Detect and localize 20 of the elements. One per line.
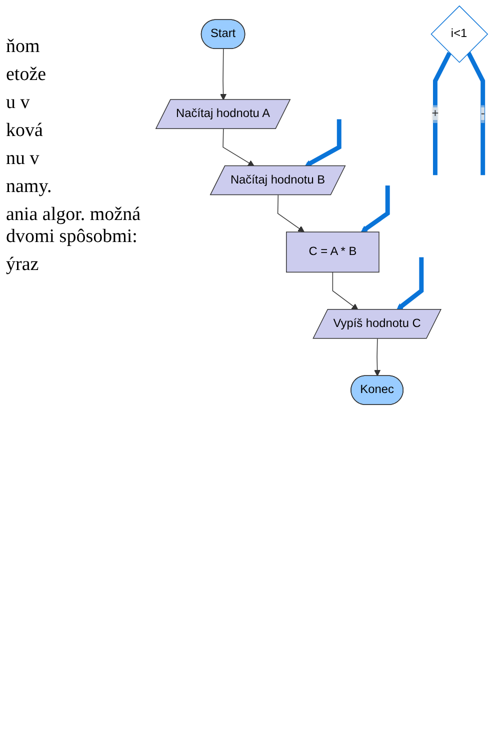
arrow (304, 119, 342, 167)
node-diamond: i<1 (430, 5, 488, 63)
node-box: C = A * B (286, 232, 380, 273)
text-fragment: ňom (6, 36, 41, 58)
text-fragment: ková (6, 120, 44, 142)
text-fragment: u v (6, 92, 31, 114)
text-fragment: namy. (6, 176, 53, 198)
arrow (396, 257, 424, 310)
arrow (332, 272, 358, 310)
arrow (220, 48, 227, 100)
text-fragment: etože (6, 64, 48, 86)
arrow (374, 338, 381, 376)
text-fragment: ania algor. možná dvomi spôsobmi: (6, 204, 142, 248)
edge-label: + (432, 107, 439, 120)
arrow (277, 194, 304, 232)
edge-label: - (480, 107, 485, 120)
text-fragment: nu v (6, 148, 40, 170)
text-fragment: ýraz (6, 254, 40, 276)
arrow (222, 128, 254, 166)
arrow (360, 186, 390, 232)
